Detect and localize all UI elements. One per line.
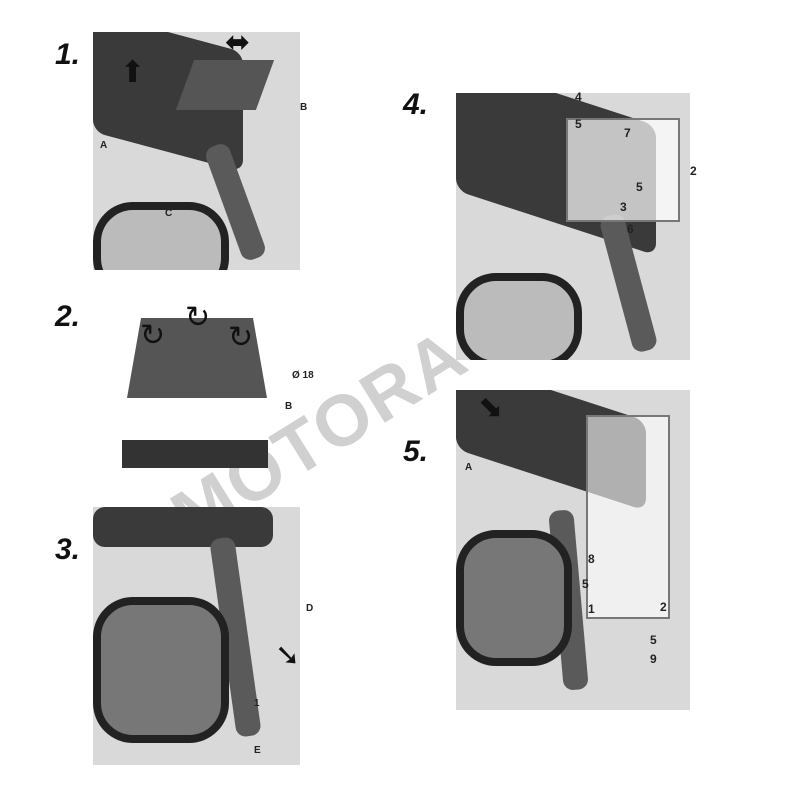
label-5: 5 bbox=[582, 577, 589, 591]
label-2: 2 bbox=[660, 600, 667, 614]
label-d: D bbox=[306, 603, 314, 614]
down-arrow-icon: ⬊ bbox=[478, 391, 504, 424]
step-1-number: 1. bbox=[55, 38, 81, 71]
rotate-arrow-icon: ↻ bbox=[185, 301, 211, 334]
up-arrow-icon: ⬆ bbox=[120, 56, 146, 89]
label-5b: 5 bbox=[650, 633, 657, 647]
down-right-arrow-icon: ➘ bbox=[275, 639, 301, 672]
label-7: 7 bbox=[624, 126, 631, 140]
label-b: B bbox=[300, 102, 308, 113]
label-c: C bbox=[165, 208, 173, 219]
label-b: B bbox=[285, 401, 293, 412]
step-2-number: 2. bbox=[55, 300, 81, 333]
label-a: A bbox=[465, 462, 473, 473]
label-5: 5 bbox=[575, 117, 582, 131]
label-6: 6 bbox=[627, 222, 634, 236]
seat-cover-part bbox=[127, 318, 267, 398]
step-4-illustration bbox=[456, 93, 690, 360]
step-5-illustration bbox=[456, 390, 690, 710]
seat-base-part bbox=[122, 440, 268, 468]
double-arrow-icon: ⬌ bbox=[225, 26, 251, 59]
label-1: 1 bbox=[588, 602, 595, 616]
rotate-arrow-icon: ↻ bbox=[140, 319, 166, 352]
step-5-number: 5. bbox=[403, 435, 429, 468]
label-8: 8 bbox=[588, 552, 595, 566]
label-1: 1 bbox=[254, 698, 260, 709]
rotate-arrow-icon: ↻ bbox=[228, 321, 254, 354]
step-3-number: 3. bbox=[55, 533, 81, 566]
label-9: 9 bbox=[650, 652, 657, 666]
label-e: E bbox=[254, 745, 261, 756]
step-4-number: 4. bbox=[403, 88, 429, 121]
label-5b: 5 bbox=[636, 180, 643, 194]
label-a: A bbox=[100, 140, 108, 151]
step-3-illustration bbox=[93, 507, 300, 765]
label-diameter: Ø 18 bbox=[292, 370, 314, 381]
label-4: 4 bbox=[575, 90, 582, 104]
label-2: 2 bbox=[690, 164, 697, 178]
label-3: 3 bbox=[620, 200, 627, 214]
